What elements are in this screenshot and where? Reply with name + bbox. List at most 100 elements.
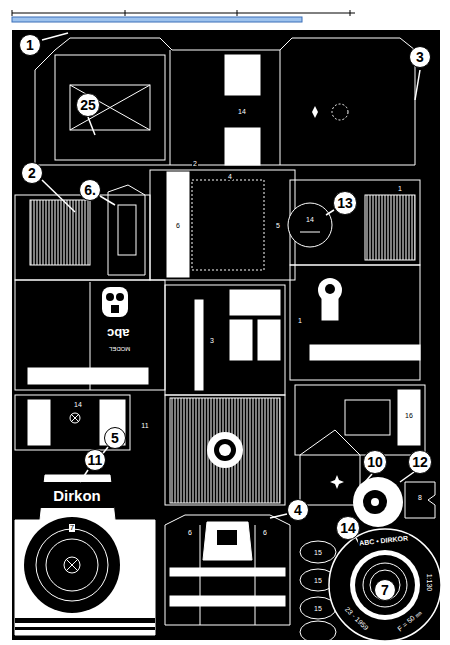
- tab-number: 3: [209, 337, 215, 344]
- mount-core: [219, 444, 231, 456]
- white-block: [258, 320, 280, 360]
- callout-text: 6.: [84, 183, 96, 197]
- leader-line: [100, 196, 115, 205]
- star-mark: [330, 475, 344, 489]
- top-cover: [165, 515, 290, 625]
- tab-number: 14: [305, 216, 315, 223]
- top-piece: [35, 38, 415, 165]
- dashed-circle: [332, 104, 348, 120]
- sheet-ground: [12, 30, 440, 640]
- leader-line: [415, 70, 420, 100]
- slot-mark: [300, 232, 320, 233]
- callout-number: 13: [333, 191, 357, 215]
- trim-strip: [15, 618, 155, 623]
- piece-twelve-disc: [353, 477, 403, 527]
- tab-number: 6: [262, 529, 268, 536]
- white-block: [230, 290, 280, 315]
- ruler-tick: [350, 10, 351, 16]
- callout-number: 11: [84, 449, 107, 472]
- callout-text: 10: [367, 455, 383, 469]
- brand-name: Dirkon: [52, 488, 102, 503]
- tab-number: 1: [397, 185, 403, 192]
- mount-ring: [214, 439, 236, 461]
- bottom-piece: [165, 395, 285, 505]
- grip-texture: [365, 195, 415, 260]
- piece-twelve-core: [371, 498, 379, 506]
- white-strip: [170, 596, 285, 606]
- small-piece: [15, 395, 130, 450]
- trim-strip: [15, 627, 155, 630]
- callout-text: 11: [88, 453, 103, 467]
- tab-number: 11: [140, 422, 149, 429]
- ruler-band: [12, 17, 302, 22]
- lens-marking: 23 - 1959: [343, 604, 370, 631]
- lens-ring: [46, 539, 98, 591]
- lens-marking: abc: [106, 327, 130, 340]
- callout-text: 3: [416, 50, 424, 64]
- lens-face: [350, 550, 420, 620]
- camera-front: [15, 475, 155, 635]
- tab-number: 6: [187, 529, 193, 536]
- back-piece: [165, 285, 285, 395]
- white-strip: [225, 128, 260, 165]
- callout-text: 13: [337, 196, 353, 210]
- keyhole-stem: [322, 298, 338, 320]
- callout-text: 25: [80, 98, 96, 112]
- white-block: [398, 390, 420, 445]
- callout-number: 4: [287, 499, 309, 521]
- callout-number: 10: [363, 450, 387, 474]
- tab-number: 16: [404, 412, 414, 419]
- leader-line: [88, 117, 95, 135]
- panel: [345, 400, 390, 435]
- lens-marking: 1:130: [427, 572, 434, 592]
- lens-center: [64, 557, 80, 573]
- white-strip: [225, 55, 260, 95]
- tab-number: 6: [175, 222, 181, 229]
- piece-six: [108, 185, 145, 275]
- lens-marking: MODEL: [108, 346, 131, 352]
- callout-number: 3: [409, 46, 431, 68]
- side-piece: [290, 265, 420, 380]
- lens-line: [370, 570, 400, 600]
- callout-text: 12: [412, 455, 428, 469]
- white-strip: [28, 368, 148, 384]
- dial-piece: [300, 621, 336, 643]
- tab-number: 15: [313, 577, 323, 584]
- lens-barrel: [329, 529, 441, 641]
- ruler-tick: [125, 10, 126, 16]
- fold-line: [90, 282, 91, 390]
- callout-number: 25: [76, 93, 100, 117]
- tab-number: 15: [313, 605, 323, 612]
- mount-disc: [207, 432, 243, 468]
- disc-piece: [288, 203, 332, 247]
- logo-eye: [106, 293, 114, 301]
- base-piece: [150, 170, 295, 280]
- logo-badge: [102, 287, 128, 317]
- lens-glass: [355, 555, 415, 615]
- callout-text: 2: [28, 166, 36, 180]
- top-panel: [55, 55, 165, 160]
- viewfinder-window: [70, 85, 150, 130]
- white-strip: [310, 345, 420, 360]
- tab-number: 14: [237, 108, 247, 115]
- leader-line: [42, 180, 75, 212]
- white-block: [28, 400, 50, 445]
- fold-line: [71, 414, 79, 422]
- callout-number: 7: [374, 579, 396, 601]
- white-strip: [195, 300, 203, 390]
- white-block: [230, 320, 252, 360]
- piece-six-inner: [118, 205, 136, 255]
- leader-line: [326, 210, 334, 215]
- logo-mouth: [111, 305, 119, 313]
- ruler-tick: [12, 10, 13, 16]
- fold-line: [70, 85, 150, 130]
- callout-text: 4: [294, 503, 302, 517]
- grip-texture: [30, 200, 90, 265]
- callout-text: 14: [340, 521, 356, 535]
- callout-number: 5: [104, 427, 126, 449]
- lens-ring: [36, 529, 108, 601]
- lens-marking: F = 50 ㎜: [395, 607, 423, 632]
- lens-marking: ABC • DIRKOR: [358, 534, 410, 546]
- hot-shoe-slot: [217, 530, 237, 545]
